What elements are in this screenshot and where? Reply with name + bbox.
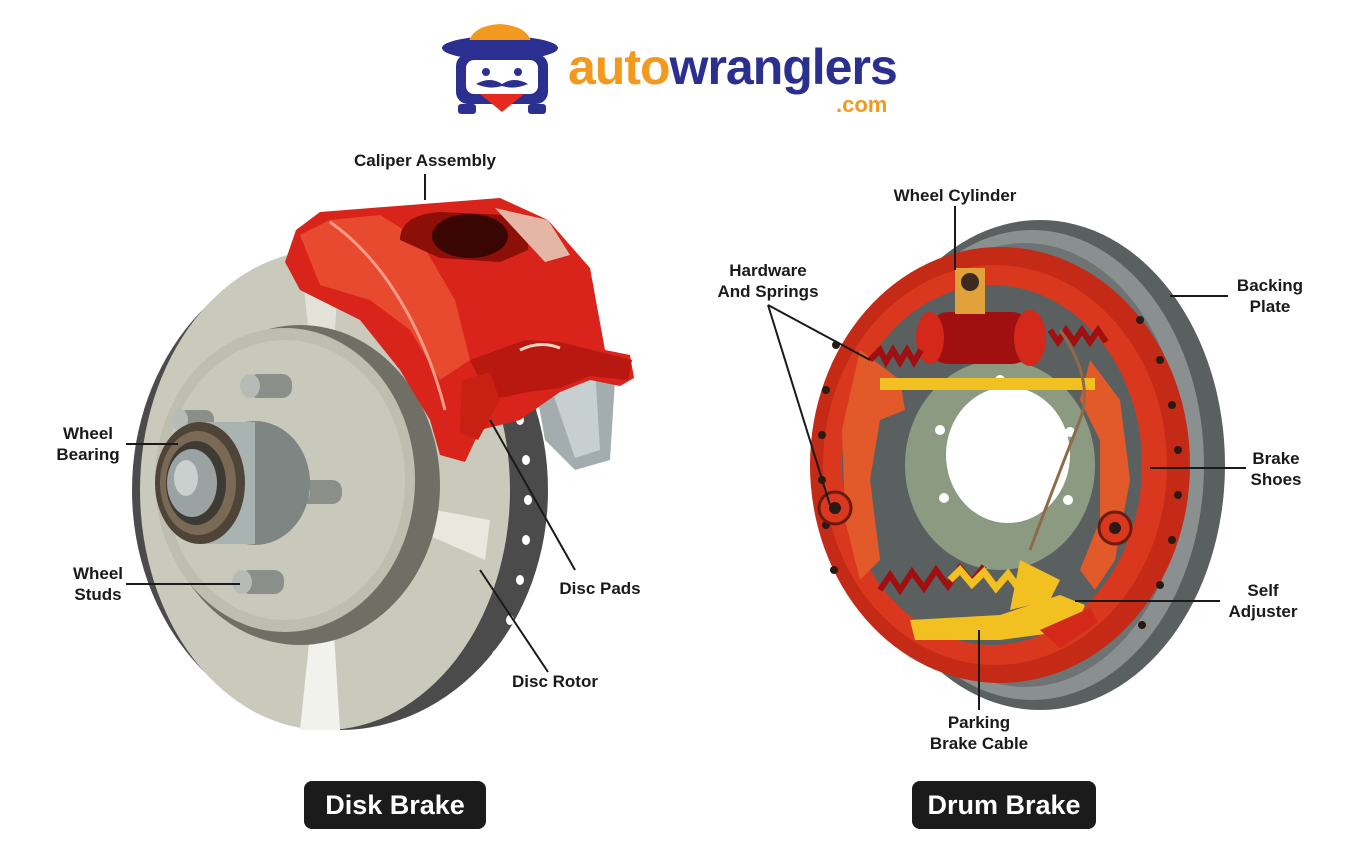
label-self-adjuster: Self Adjuster [1220,580,1306,622]
hardware-line2: And Springs [717,282,819,301]
disk-brake-title-badge: Disk Brake [304,781,486,829]
backing-plate-line2: Plate [1249,297,1291,316]
logo-auto-text: auto [568,39,671,95]
logo-wordmark: autowranglers [568,39,898,95]
label-wheel-studs: Wheel Studs [50,563,146,605]
logo-domain-suffix: .com [836,92,888,117]
wheel-cylinder-illustration [916,268,1046,366]
label-caliper-assembly: Caliper Assembly [330,150,520,171]
label-wheel-cylinder: Wheel Cylinder [870,185,1040,206]
parking-brake-line1: Parking [947,713,1011,732]
label-brake-shoes: Brake Shoes [1236,448,1316,490]
wheel-bearing-line2: Bearing [56,445,120,464]
wheel-cylinder-label-text: Wheel Cylinder [893,186,1017,205]
self-adjuster-illustration [910,560,1098,648]
parking-brake-line2: Brake Cable [929,734,1029,753]
wheel-studs-line1: Wheel [72,564,124,583]
wheel-bearing-line1: Wheel [62,424,114,443]
self-adjuster-line1: Self [1247,581,1279,600]
drum-brake-title-badge: Drum Brake [912,781,1096,829]
wheel-studs-line2: Studs [74,585,122,604]
label-parking-brake-cable: Parking Brake Cable [914,712,1044,754]
label-disc-rotor: Disc Rotor [500,671,610,692]
hardware-line1: Hardware [729,261,807,280]
label-wheel-bearing: Wheel Bearing [40,423,136,465]
disc-pads-label-text: Disc Pads [559,579,641,598]
disc-rotor-label-text: Disc Rotor [512,672,598,691]
disk-brake-illustration [132,198,634,730]
caliper-assembly-illustration [285,198,634,470]
leader-lines [126,174,1246,710]
parking-brake-cable [1028,329,1086,551]
backing-plate-line1: Backing [1236,276,1304,295]
wheel-bearing-hub [155,421,310,545]
brake-shoes-line2: Shoes [1250,470,1302,489]
logo-wranglers-text: wranglers [669,39,898,95]
label-disc-pads: Disc Pads [545,578,655,599]
drum-brake-illustration [810,220,1225,710]
label-backing-plate: Backing Plate [1225,275,1315,317]
caliper-label-text: Caliper Assembly [353,151,497,170]
brake-shoes-line1: Brake [1252,449,1300,468]
self-adjuster-line2: Adjuster [1228,602,1298,621]
label-hardware-and-springs: Hardware And Springs [700,260,836,302]
cowboy-car-mascot-icon [442,24,558,114]
autowranglers-logo[interactable]: autowranglers .com [440,20,920,120]
